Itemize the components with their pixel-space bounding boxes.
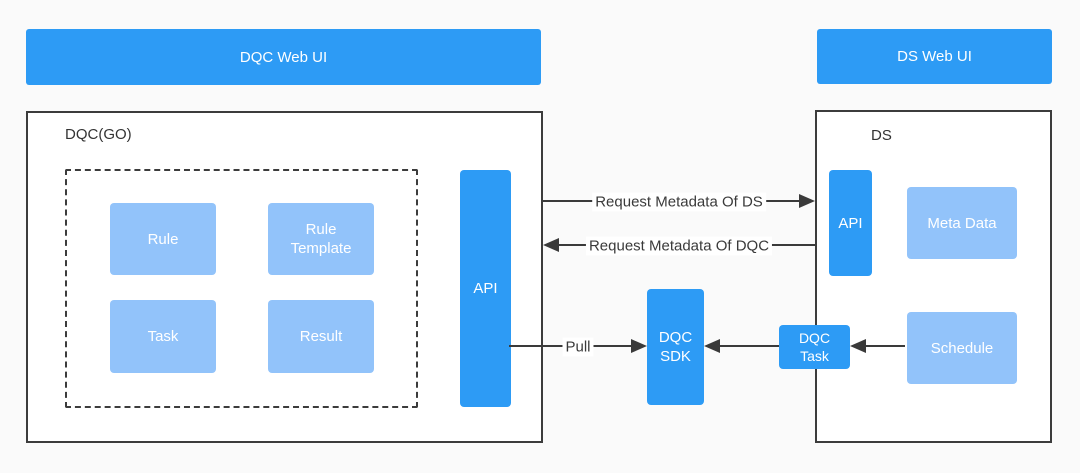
task-node-label: Task: [147, 328, 179, 345]
request-metadata-of-dqc-arrowhead-icon: [543, 238, 559, 252]
request-metadata-of-ds-label: Request Metadata Of DS: [592, 192, 766, 212]
ds-web-ui-banner: DS Web UI: [817, 29, 1052, 84]
ds-web-ui-banner-label: DS Web UI: [897, 48, 972, 65]
dqc-sdk-node-label: DQC SDK: [658, 328, 693, 366]
dqc-task-node-label: DQC Task: [798, 329, 831, 364]
schedule-node-label: Schedule: [930, 339, 994, 357]
dqc-task-node: DQC Task: [779, 325, 850, 369]
dqc-sdk-node: DQC SDK: [647, 289, 704, 405]
meta-data-node-label: Meta Data: [927, 214, 997, 232]
pull-label: Pull: [562, 337, 594, 357]
rule-node: Rule: [110, 203, 216, 275]
ds-api-node-label: API: [838, 214, 863, 232]
request-metadata-of-dqc-label: Request Metadata Of DQC: [585, 236, 773, 256]
result-node: Result: [268, 300, 374, 373]
request-metadata-of-ds-arrowhead-icon: [799, 194, 815, 208]
rule-template-node: Rule Template: [268, 203, 374, 275]
rule-node-label: Rule: [147, 230, 179, 248]
schedule-to-dqc-task-arrow-line: [866, 345, 905, 347]
schedule-to-dqc-task-arrowhead-icon: [850, 339, 866, 353]
dqc-modules-dashed-group: [65, 169, 418, 408]
dqc-go-container-label: DQC(GO): [65, 126, 132, 143]
ds-container-label: DS: [871, 127, 892, 144]
meta-data-node: Meta Data: [907, 187, 1017, 259]
dqc-task-to-sdk-arrow-line: [720, 345, 779, 347]
result-node-label: Result: [299, 328, 343, 345]
ds-api-node: API: [829, 170, 872, 276]
dqc-api-bar: API: [460, 170, 511, 407]
rule-template-node-label: Rule Template: [290, 220, 352, 258]
dqc-api-bar-label: API: [473, 280, 498, 297]
dqc-go-container: DQC(GO) Rule Rule Template Task Result A…: [26, 111, 543, 443]
dqc-web-ui-banner-label: DQC Web UI: [239, 48, 328, 66]
dqc-web-ui-banner: DQC Web UI: [26, 29, 541, 85]
ds-container: DS API Meta Data Schedule: [815, 110, 1052, 443]
pull-arrowhead-icon: [631, 339, 647, 353]
task-node: Task: [110, 300, 216, 373]
schedule-node: Schedule: [907, 312, 1017, 384]
dqc-task-to-sdk-arrowhead-icon: [704, 339, 720, 353]
